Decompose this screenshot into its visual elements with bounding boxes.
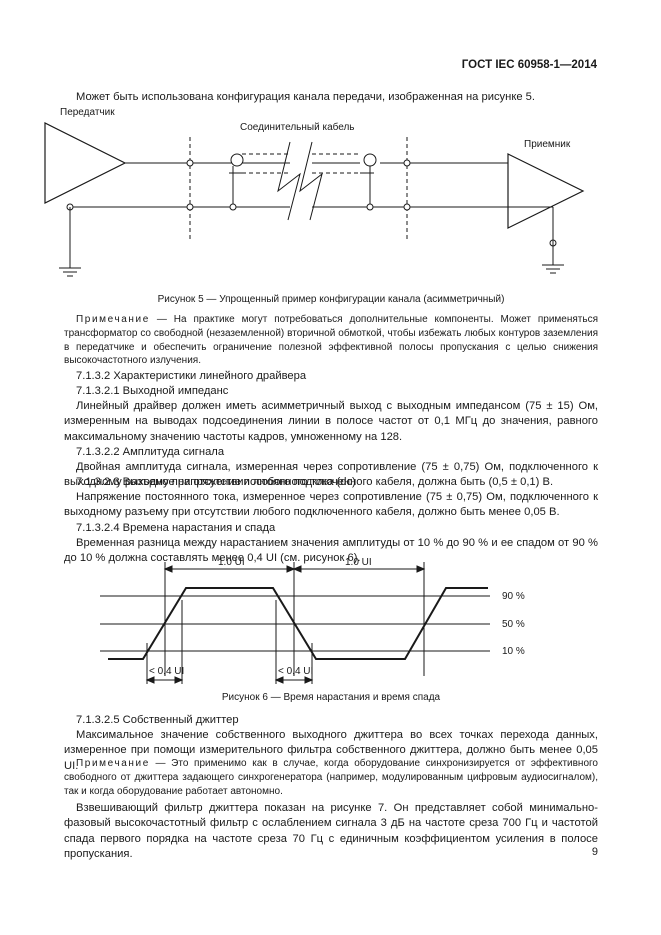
section-7-1-3-2-4-text: Временная разница между нарастанием знач… [64, 537, 598, 565]
note-1-text: — На практике могут потребоваться дополн… [64, 314, 598, 367]
transmitter-triangle [44, 122, 127, 204]
page-number: 9 [591, 846, 598, 858]
level-10-label: 10 % [502, 646, 525, 657]
figure-6-diagram [100, 562, 490, 684]
level-50-label: 50 % [502, 619, 525, 630]
ui-label-1: 1.0 UI [218, 557, 245, 568]
section-7-1-3-2-1-heading: 7.1.3.2.1 Выходной импеданс [76, 385, 229, 397]
section-7-1-3-2-5-heading: 7.1.3.2.5 Собственный джиттер [76, 714, 239, 726]
figure-6-caption: Рисунок 6 — Время нарастания и время спа… [221, 692, 441, 703]
document-header: ГОСТ IEC 60958-1—2014 [461, 59, 597, 71]
final-paragraph: Взвешивающий фильтр джиттера показан на … [64, 802, 598, 860]
figure-5-diagram [44, 122, 585, 277]
section-7-1-3-2-heading: 7.1.3.2 Характеристики линейного драйвер… [76, 370, 307, 382]
section-7-1-3-2-2-text: Двойная амплитуда сигнала, измеренная че… [64, 461, 598, 489]
cable-break-symbol [277, 141, 323, 221]
receiver-triangle [507, 153, 585, 229]
ui-label-2: 1.0 UI [345, 557, 372, 568]
note-1: Примечание — На практике могут потребова… [64, 313, 598, 368]
receiver-label: Приемник [524, 139, 571, 150]
note-2-text: — Это применимо как в случае, когда обор… [64, 758, 598, 797]
rise-time-label: < 0,4 UI [149, 666, 185, 677]
section-7-1-3-2-2-heading: 7.1.3.2.2 Амплитуда сигнала [76, 446, 225, 458]
section-7-1-3-2-4-heading: 7.1.3.2.4 Времена нарастания и спада [76, 522, 276, 534]
fall-time-label: < 0,4 UI [278, 666, 314, 677]
note-2-label: Примечание [76, 758, 150, 769]
note-2: Примечание — Это применимо как в случае,… [64, 757, 598, 798]
intro-paragraph: Может быть использована конфигурация кан… [76, 91, 536, 103]
cable-label: Соединительный кабель [240, 122, 355, 133]
section-7-1-3-2-1-text: Линейный драйвер должен иметь асимметрич… [64, 400, 598, 443]
figure-5-caption: Рисунок 5 — Упрощенный пример конфигурац… [157, 294, 505, 305]
level-90-label: 90 % [502, 591, 525, 602]
note-1-label: Примечание [76, 314, 150, 325]
section-7-1-3-2-3-text: Напряжение постоянного тока, измеренное … [64, 491, 598, 519]
transmitter-label: Передатчик [60, 107, 115, 118]
section-7-1-3-2-5-text: Максимальное значение собственного выход… [64, 729, 598, 772]
section-7-1-3-2-3-heading: 7.1.3.2.3 Выходное напряжение постоянног… [76, 476, 356, 488]
